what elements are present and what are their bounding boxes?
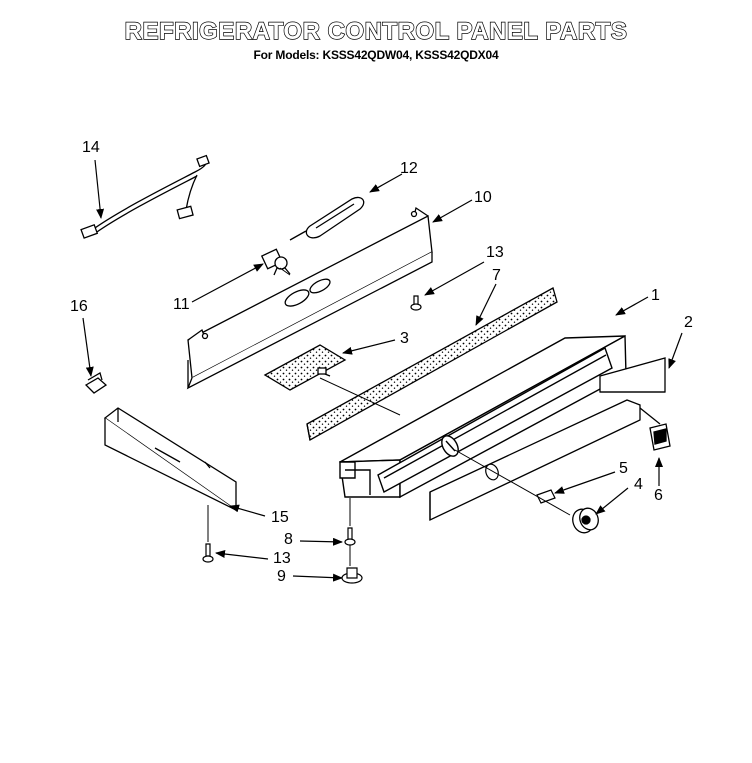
callout-15: 15 [271, 509, 289, 526]
part-12-bulb [289, 196, 365, 241]
part-8-screw [344, 527, 356, 546]
diagram-subtitle: For Models: KSSS42QDW04, KSSS42QDX04 [253, 48, 499, 62]
callout-3: 3 [400, 330, 409, 347]
part-1-control-housing [339, 334, 627, 499]
callout-13-lower: 13 [273, 550, 291, 567]
part-10-control-bracket [186, 206, 433, 390]
callout-1: 1 [651, 287, 660, 304]
callout-10: 10 [474, 189, 492, 206]
part-15-trim [103, 407, 237, 512]
callout-13-upper: 13 [486, 244, 504, 261]
callout-7: 7 [492, 267, 501, 284]
part-13-screw-lower [202, 543, 214, 563]
callout-5: 5 [619, 460, 628, 477]
part-14-wire-harness [80, 154, 210, 239]
part-11-switch [260, 248, 291, 276]
callout-8: 8 [284, 531, 293, 548]
callout-6: 6 [654, 487, 663, 504]
callout-14: 14 [82, 139, 100, 156]
part-7-gasket-strip [306, 287, 558, 442]
part-16-clip [84, 372, 108, 394]
leader-arrows [82, 159, 683, 582]
part-6-switch [639, 407, 671, 451]
diagram-title: REFRIGERATOR CONTROL PANEL PARTS [124, 17, 628, 45]
shaft-ring [485, 463, 499, 481]
callout-4: 4 [634, 476, 643, 493]
callout-11: 11 [173, 296, 190, 313]
part-9-nut [341, 567, 363, 584]
callout-2: 2 [684, 314, 693, 331]
assembly-line [454, 449, 571, 516]
part-5-clip [536, 489, 556, 504]
callout-16: 16 [70, 298, 88, 315]
part-3-plate [263, 344, 347, 391]
part-2-panel-cover [429, 357, 666, 522]
callout-12: 12 [400, 160, 418, 177]
callout-9: 9 [277, 568, 286, 585]
part-4-knob [572, 507, 599, 534]
part-13-screw-upper [410, 295, 422, 311]
